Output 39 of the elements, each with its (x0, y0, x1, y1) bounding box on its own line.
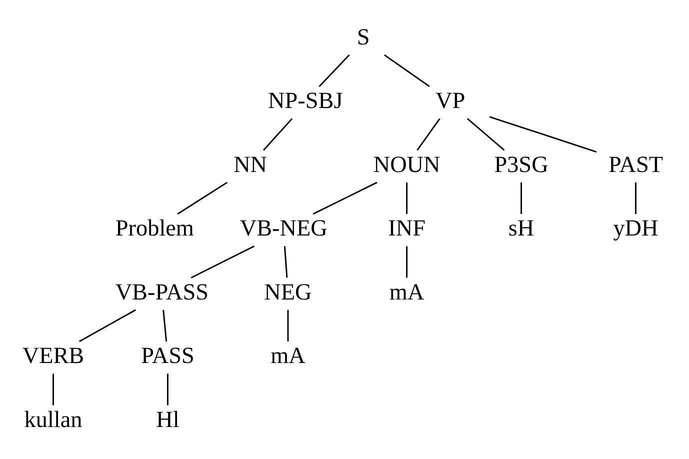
node-text: P3SG (494, 151, 548, 178)
connector (167, 373, 168, 405)
connector (287, 309, 289, 341)
node-text: sH (508, 215, 534, 242)
connector (262, 118, 293, 150)
node-text: NEG (264, 278, 312, 305)
connector (284, 246, 288, 278)
node-text: VP (435, 87, 466, 114)
node-text: VERB (22, 342, 84, 369)
node-text: PASS (141, 342, 194, 369)
connector (520, 182, 522, 214)
node-text: S (356, 24, 370, 50)
node-text: mA (270, 342, 306, 369)
node-text: mA (389, 278, 424, 305)
node-text: PAST (608, 151, 664, 178)
connector (78, 308, 136, 342)
connector (406, 246, 408, 278)
node-text: NP-SBJ (268, 87, 343, 114)
connector (318, 54, 350, 86)
connector (406, 182, 408, 214)
connector (177, 181, 228, 214)
node-text: Hl (156, 406, 180, 432)
connector (384, 54, 430, 87)
connector (52, 373, 54, 405)
node-text: VB-PASS (115, 278, 209, 305)
node-text: NN (234, 151, 268, 178)
connector (416, 118, 440, 150)
connector (162, 309, 168, 342)
node-text: INF (388, 215, 426, 242)
node-text: yDH (613, 215, 658, 242)
node-text: Problem (115, 215, 194, 242)
node-text: VB-NEG (240, 215, 328, 242)
connector (466, 118, 505, 150)
connector (312, 181, 378, 214)
connector (635, 182, 636, 214)
node-text: NOUN (373, 151, 440, 178)
node-text: kullan (24, 406, 82, 432)
connector (190, 245, 254, 278)
connector (489, 116, 597, 152)
